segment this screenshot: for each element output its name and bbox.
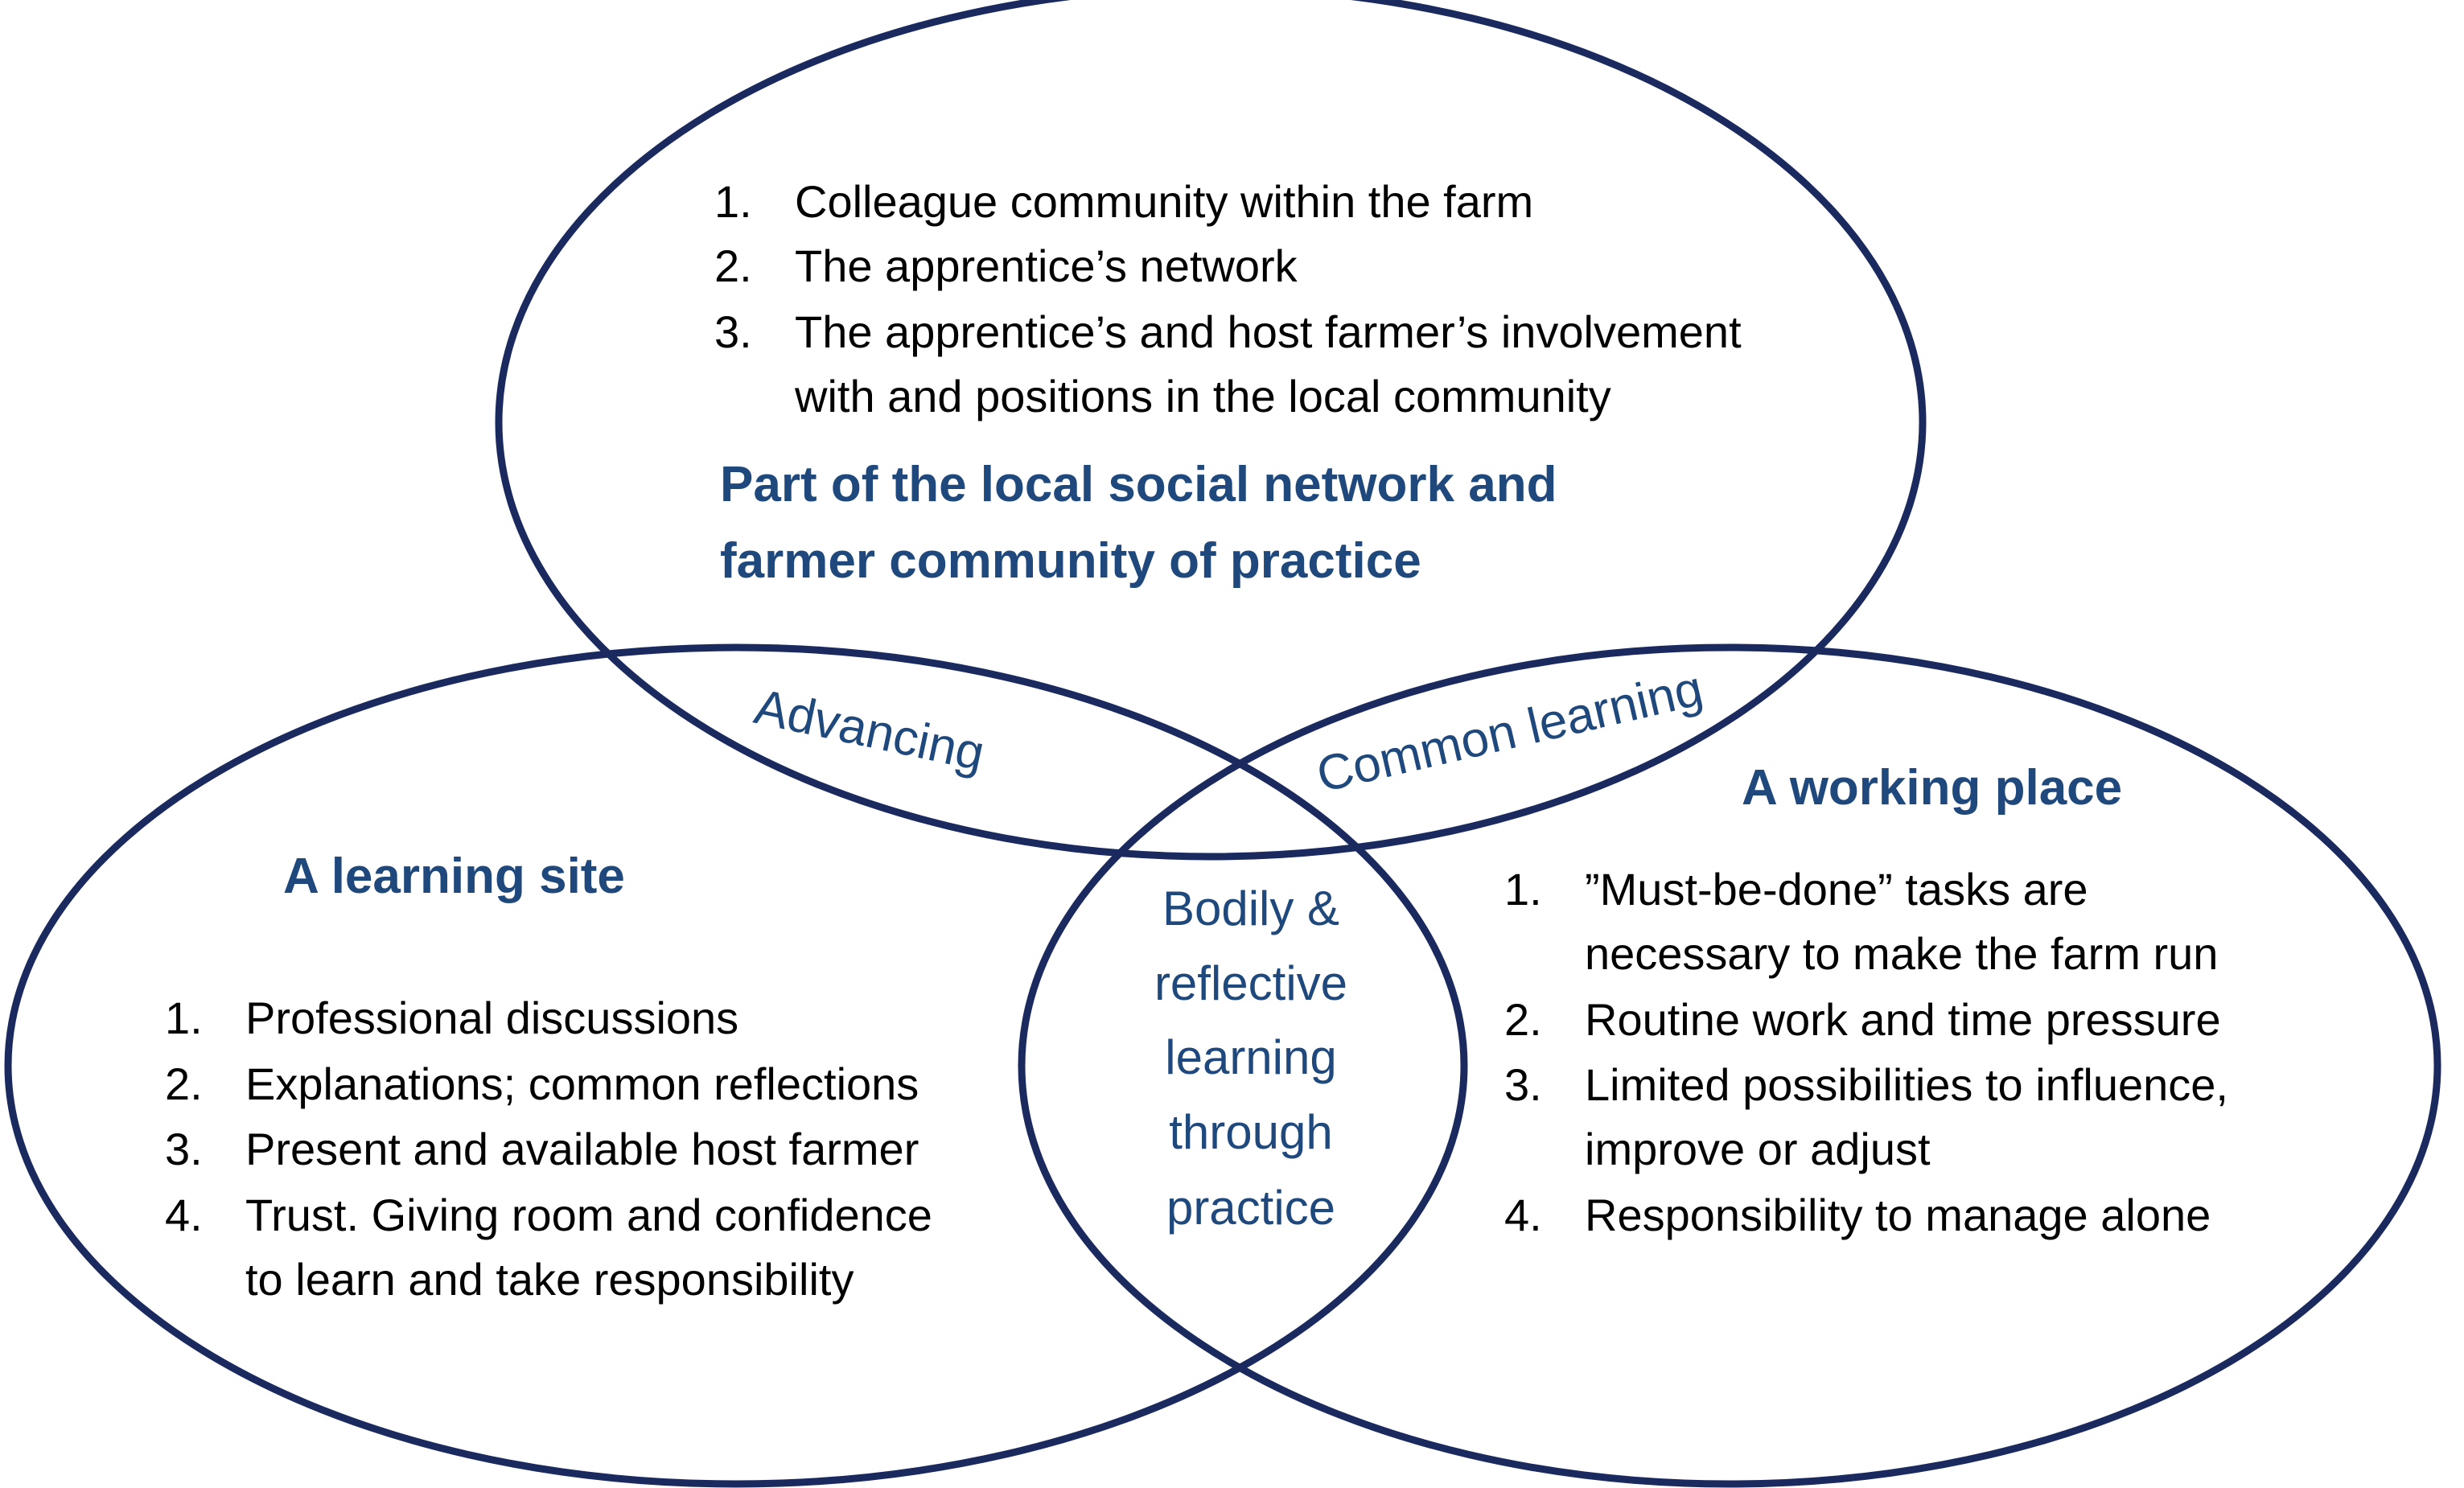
list-item-text: The apprentice’s and host farmer’s invol… [795, 306, 1742, 357]
center-label-line: Bodily & [1162, 882, 1339, 935]
center-label-line: through [1169, 1105, 1333, 1159]
circle-working-place [1018, 643, 2441, 1488]
center-label-line: practice [1166, 1181, 1335, 1235]
list-item-number: 2. [1504, 994, 1542, 1045]
list-item-text: Present and available host farmer [245, 1124, 919, 1174]
center-overlap-label: Bodily & reflective learning through pra… [1154, 882, 1347, 1235]
list-item-number: 1. [1504, 864, 1542, 915]
list-item-text: Colleague community within the farm [795, 176, 1533, 227]
list-item-text: ”Must-be-done” tasks are [1585, 864, 2088, 915]
list-item-number: 4. [165, 1190, 203, 1240]
circle-social-network [495, 0, 1927, 861]
heading-line: Part of the local social network and [720, 457, 1557, 512]
list-item-number: 3. [165, 1124, 203, 1174]
overlap-label-advancing: Advancing [750, 679, 989, 782]
learning-site-heading: A learning site [283, 849, 625, 904]
list-item-number: 1. [165, 993, 203, 1043]
heading-line: farmer community of practice [720, 533, 1421, 589]
list-item-text: Trust. Giving room and confidence [245, 1190, 932, 1240]
list-item-text: improve or adjust [1585, 1124, 1931, 1174]
social-network-heading: Part of the local social network and far… [720, 457, 1557, 589]
overlap-label-common-learning: Common learning [1312, 660, 1708, 803]
list-item-text: to learn and take responsibility [245, 1254, 854, 1305]
circle-learning-site [4, 643, 1468, 1488]
social-network-list: 1. Colleague community within the farm 2… [714, 176, 1742, 421]
list-item-text: Routine work and time pressure [1585, 994, 2221, 1045]
list-item-text: Explanations; common reflections [245, 1058, 919, 1109]
list-item-text: with and positions in the local communit… [794, 371, 1611, 421]
center-label-line: learning [1165, 1030, 1337, 1084]
list-item-text: Limited possibilities to influence, [1585, 1059, 2228, 1110]
working-place-heading: A working place [1742, 760, 2122, 816]
list-item-text: necessary to make the farm run [1585, 928, 2218, 979]
list-item-number: 3. [1504, 1059, 1542, 1110]
list-item-text: The apprentice’s network [795, 240, 1298, 291]
list-item-text: Responsibility to manage alone [1585, 1190, 2211, 1240]
list-item-text: Professional discussions [245, 993, 738, 1043]
list-item-number: 4. [1504, 1190, 1542, 1240]
list-item-number: 2. [165, 1058, 203, 1109]
working-place-list: 1. ”Must-be-done” tasks are necessary to… [1504, 864, 2228, 1240]
list-item-number: 2. [714, 240, 752, 291]
learning-site-list: 1. Professional discussions 2. Explanati… [165, 993, 932, 1305]
list-item-number: 3. [714, 306, 752, 357]
center-label-line: reflective [1154, 956, 1347, 1010]
list-item-number: 1. [714, 176, 752, 227]
